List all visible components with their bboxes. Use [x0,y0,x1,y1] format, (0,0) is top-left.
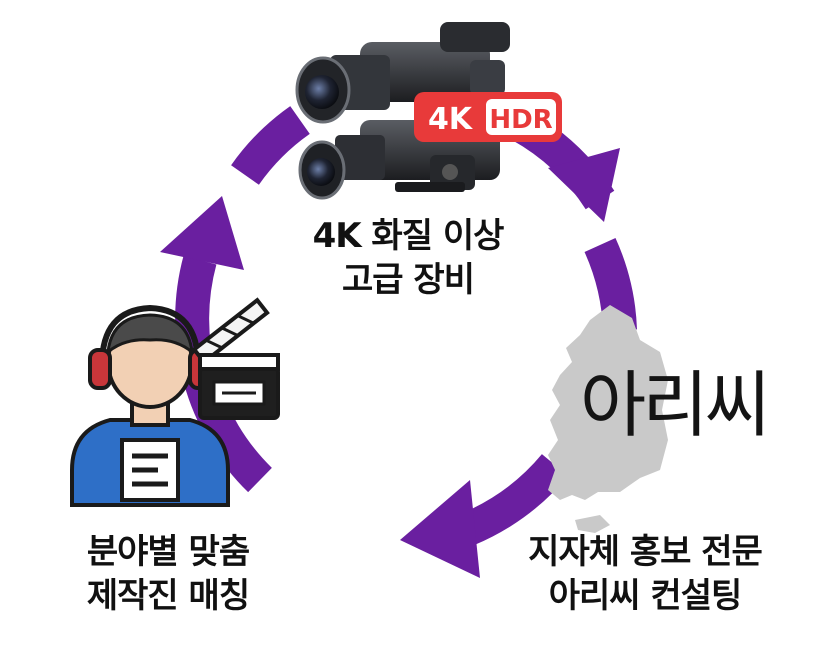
brand-text: 아리씨 [580,363,771,447]
stage-label-consulting: 지자체 홍보 전문 아리씨 컨설팅 [480,530,810,618]
stage-label-consulting-line-2: 아리씨 컨설팅 [548,576,743,616]
video-camera-icon [295,22,510,200]
arrow-arc-top-left [231,106,311,186]
badge-4k-text: 4K [428,102,474,137]
stage-label-matching-line-1: 분야별 맞춤 [86,532,250,572]
badge-hdr-text: HDR [489,105,552,135]
arrow-head-top-right [548,148,620,222]
korea-map-icon [548,305,668,533]
stage-label-equipment-line-1: 4K 화질 이상 [312,216,505,256]
stage-label-equipment-line-2: 고급 장비 [342,260,475,300]
stage-label-matching-line-2: 제작진 매칭 [86,576,250,616]
arrow-head-left [160,196,244,270]
stage-label-matching: 분야별 맞춤 제작진 매칭 [18,530,318,618]
stage-label-equipment: 4K 화질 이상 고급 장비 [258,214,558,302]
cycle-arrows [160,106,637,578]
clapperboard-icon [191,297,280,420]
producer-icon [70,304,230,507]
stage-label-consulting-line-1: 지자체 홍보 전문 [528,532,763,572]
4k-hdr-badge: 4K HDR [414,92,562,142]
arrow-head-bottom [400,480,480,578]
